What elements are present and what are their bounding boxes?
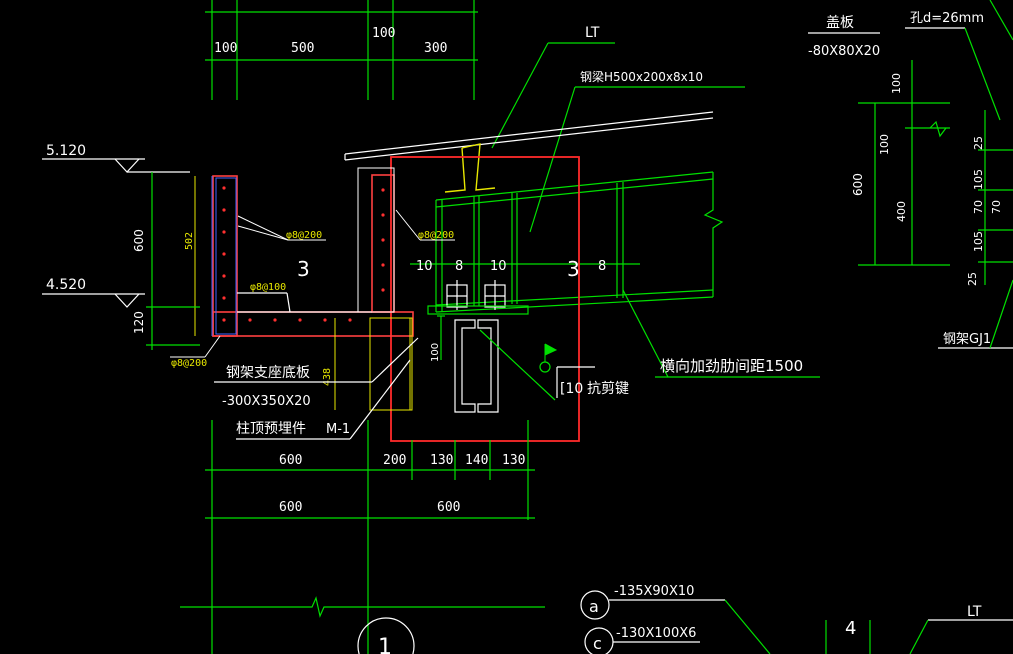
stiffener-label: 横向加劲肋间距1500: [660, 357, 803, 375]
rebar-label-3: φ8@100: [250, 282, 286, 293]
right-section: 盖板 -80X80X20 孔d=26mm 100 100 600 400 25 …: [808, 0, 1013, 349]
bottom1-dim-2: 200: [383, 453, 406, 468]
steel-beam: 10 8 10 8 3: [410, 171, 724, 313]
bottom-dims: 600 200 130 140 130 600 600 1: [180, 420, 545, 654]
right-dim-2: 100: [878, 134, 891, 155]
callout-c-spec: -130X100X6: [616, 626, 696, 641]
bottom1-dim-5: 130: [502, 453, 525, 468]
embed-code: M-1: [326, 422, 350, 437]
right-dim-9: 105: [972, 231, 985, 252]
lt-leader: LT: [491, 25, 615, 149]
bottom2-dim-1: 600: [279, 500, 302, 515]
shear-key-b: 抗剪键: [587, 381, 629, 397]
dim-100-vertical: 100: [430, 343, 441, 362]
left-dim-600: 600: [132, 229, 146, 252]
rebar-label-2: φ8@200: [418, 230, 454, 241]
top-dim-4: 300: [424, 41, 447, 56]
bottom-mark-circle: [357, 617, 415, 654]
bottom1-dim-4: 140: [465, 453, 488, 468]
bottom2-dim-2: 600: [437, 500, 460, 515]
rebar-label-4: φ8@200: [171, 358, 207, 369]
cover-plate-label: 盖板: [826, 15, 854, 31]
left-wall: 3: [211, 167, 414, 411]
roof-slope: [344, 111, 714, 161]
mid-dim-3: 10: [490, 259, 507, 274]
shear-key-a: [10: [560, 381, 583, 397]
steel-beam-leader: 钢梁H500x200x8x10: [529, 69, 745, 233]
right-dim-6: 105: [972, 169, 985, 190]
section-mark-right: 3: [567, 257, 580, 281]
bottom1-dim-1: 600: [279, 453, 302, 468]
cover-plate-size: -80X80X20: [808, 44, 880, 59]
elevation-2: 4.520: [46, 277, 86, 293]
frame-label: 钢架GJ1: [943, 332, 991, 347]
top-dim-3: 100: [372, 26, 395, 41]
callout-a-letter: a: [589, 597, 599, 616]
rebar-labels: φ8@200 φ8@200 φ8@100 φ8@200 502 438: [170, 176, 455, 410]
mid-dim-4: 8: [598, 259, 606, 274]
lt-label: LT: [585, 25, 600, 41]
mid-dim-1: 10: [416, 259, 433, 274]
right-notes: 横向加劲肋间距1500 [10 抗剪键: [479, 289, 820, 401]
rebar-502: 502: [184, 232, 195, 250]
callout-a-spec: -135X90X10: [614, 584, 694, 599]
steel-beam-label: 钢梁H500x200x8x10: [580, 69, 703, 84]
mid-dim-2: 8: [455, 259, 463, 274]
bottom1-dim-3: 130: [430, 453, 453, 468]
right-dim-7: 70: [972, 200, 985, 214]
rebar-label-1: φ8@200: [286, 230, 322, 241]
left-dim-120: 120: [132, 311, 146, 334]
right-dim-3: 600: [851, 173, 865, 196]
right-dim-8: 70: [990, 200, 1003, 214]
section-mark-left: 3: [297, 257, 310, 281]
bottom-right-num: 4: [845, 618, 856, 639]
bottom-mark: 1: [378, 635, 392, 654]
top-dim-1: 100: [214, 41, 237, 56]
right-dim-1: 100: [890, 73, 903, 94]
anchor-bolts: [427, 280, 529, 315]
embed-label: 柱顶预埋件: [236, 421, 306, 437]
callout-c-letter: c: [593, 634, 602, 653]
elevation-marks: 5.120 4.520 600 120: [42, 143, 200, 350]
shear-key: 100: [430, 315, 499, 413]
right-dim-10: 25: [966, 272, 979, 286]
rebar-438: 438: [322, 368, 333, 386]
right-dim-5: 25: [972, 136, 985, 150]
base-notes: 钢架支座底板 -300X350X20 柱顶预埋件 M-1: [214, 337, 419, 440]
elevation-1: 5.120: [46, 143, 86, 159]
top-dim-2: 500: [291, 41, 314, 56]
right-dim-4: 400: [895, 201, 908, 222]
purlin: [444, 143, 496, 193]
callouts: a -135X90X10 c -130X100X6 4 LT: [580, 584, 1013, 654]
base-plate-size: -300X350X20: [222, 394, 311, 409]
hole-label: 孔d=26mm: [910, 11, 984, 26]
highlight-box: [390, 156, 580, 442]
base-plate-label: 钢架支座底板: [226, 365, 310, 381]
bottom-right-lt: LT: [967, 604, 982, 620]
top-dimension-chain: 100 500 100 300: [205, 0, 478, 100]
